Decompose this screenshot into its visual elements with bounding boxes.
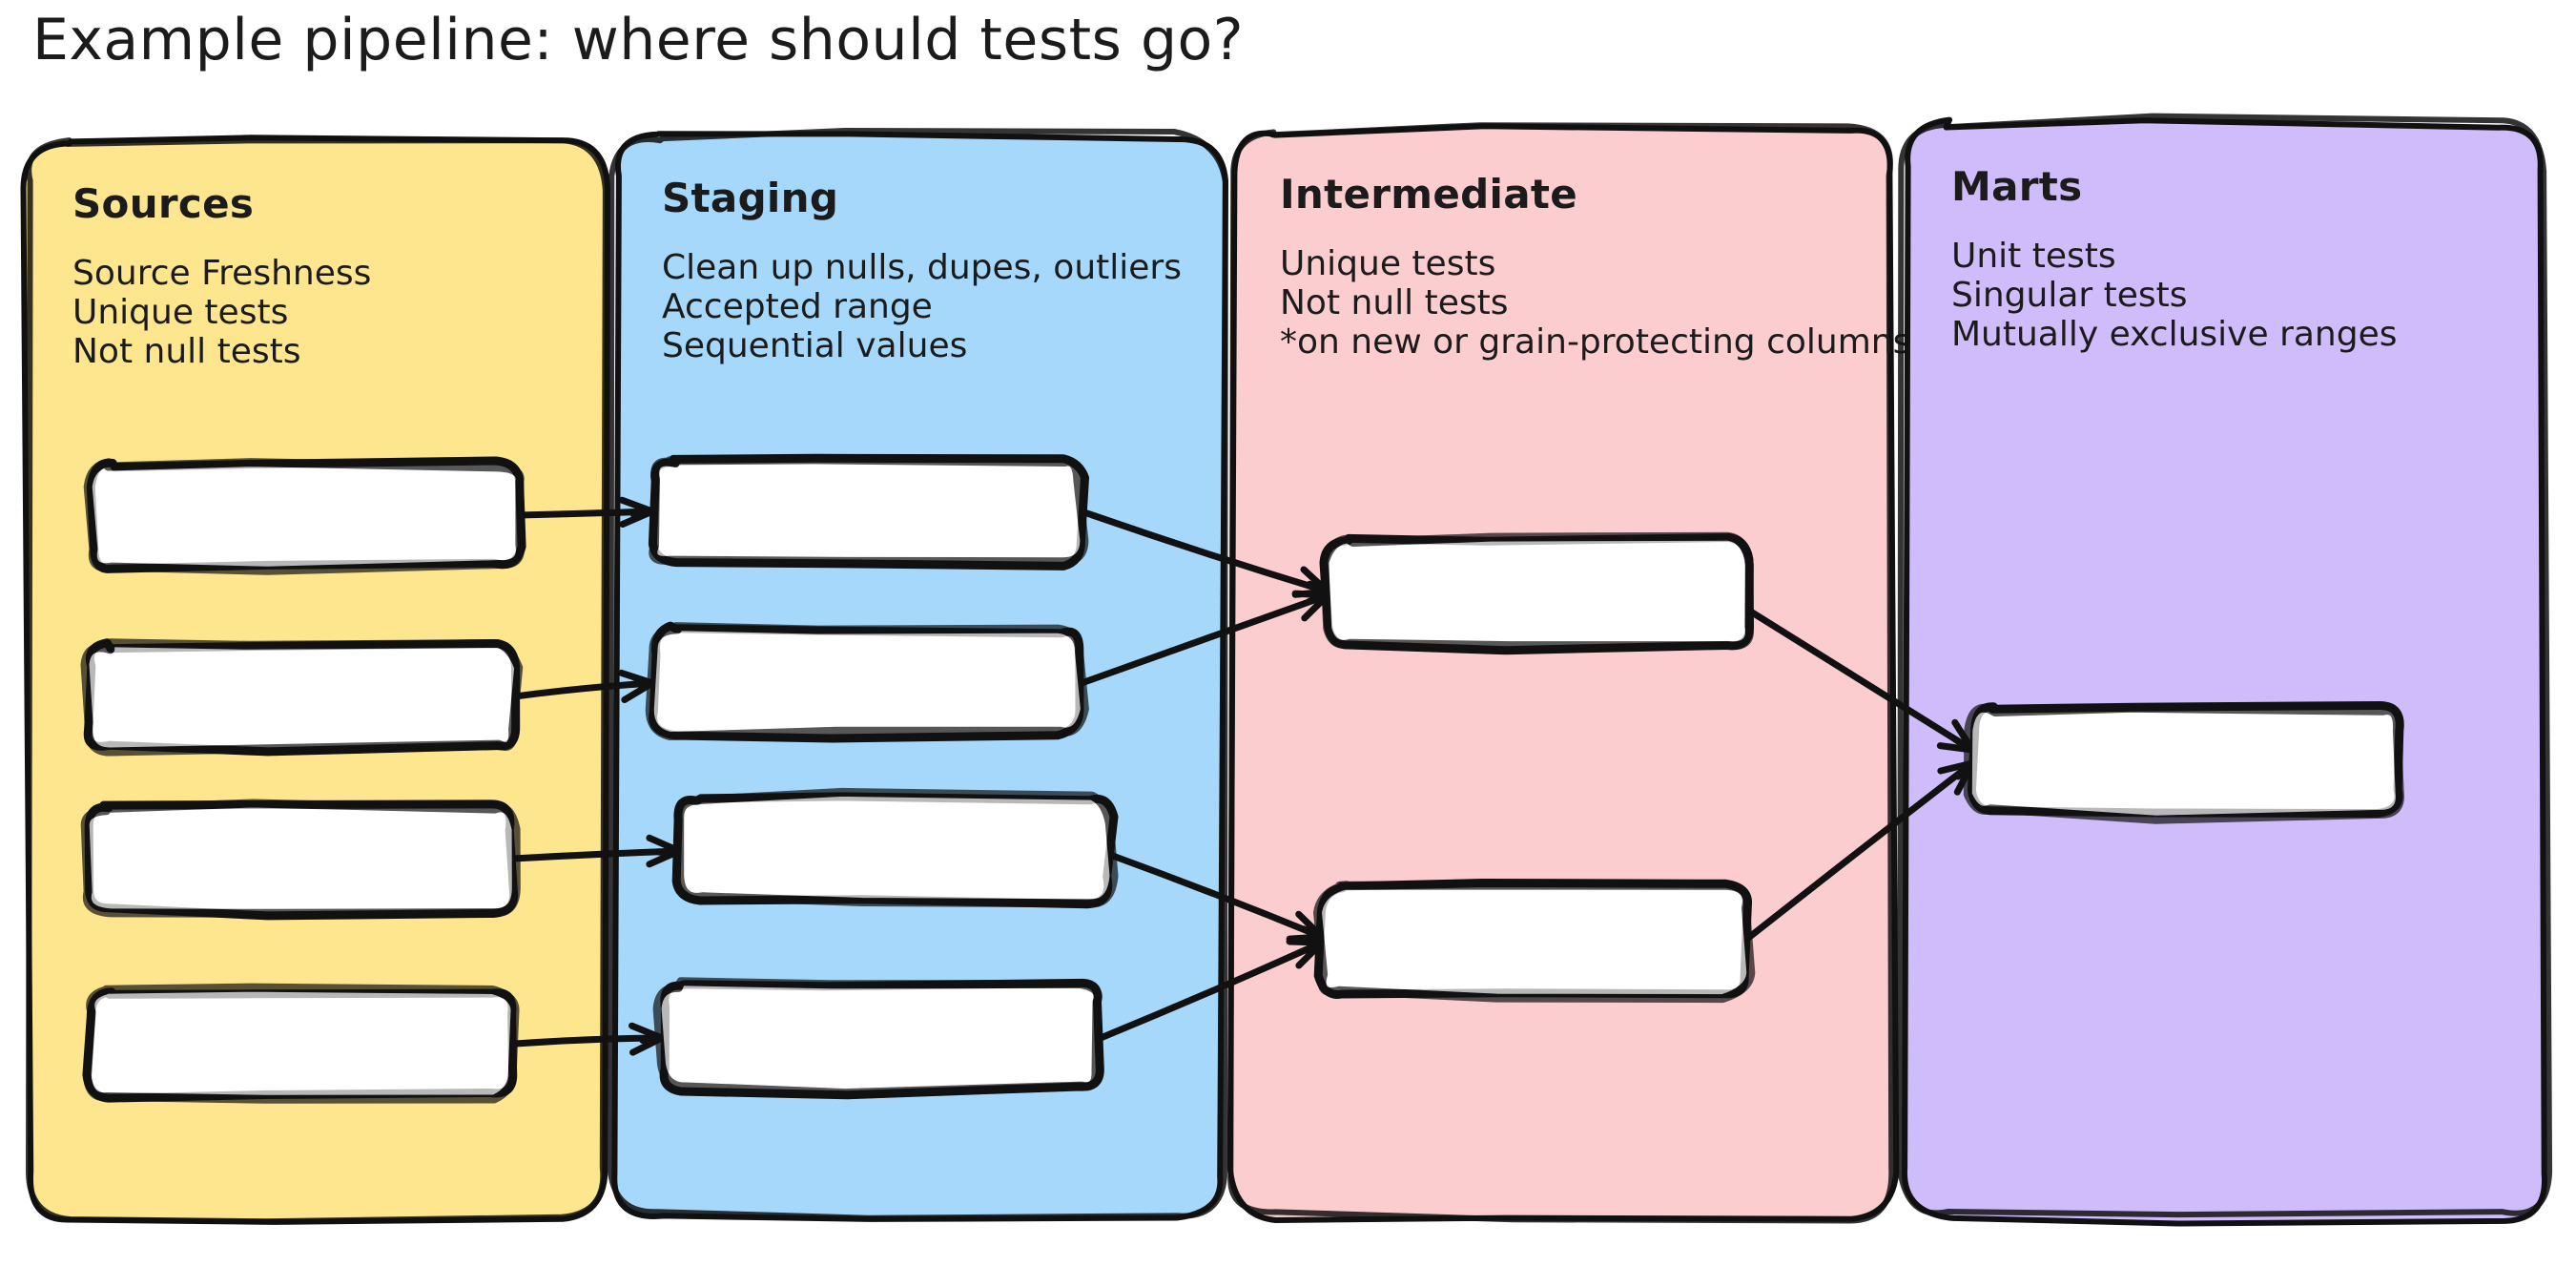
- lane-title-intermediate: Intermediate: [1280, 171, 1577, 218]
- lane-title-marts: Marts: [1951, 163, 2082, 210]
- lane-outline-sources: [26, 137, 608, 1225]
- node-stg-3[interactable]: [671, 787, 1119, 909]
- lane-note-staging-0: Clean up nulls, dupes, outliers: [662, 248, 1182, 287]
- lane-note-staging-2: Sequential values: [662, 326, 967, 365]
- lane-note-intermediate-2: *on new or grain-protecting columns only: [1280, 322, 1994, 362]
- node-src-1[interactable]: [83, 456, 526, 575]
- node-stg-1[interactable]: [648, 453, 1089, 571]
- lane-note-sources-0: Source Freshness: [72, 254, 371, 293]
- node-src-4[interactable]: [82, 983, 520, 1104]
- node-outline-src-4: [83, 983, 520, 1104]
- node-outline-stg-4: [652, 977, 1103, 1098]
- page-title: Example pipeline: where should tests go?: [32, 7, 1244, 73]
- edge-path-e-stg4-int2: [1097, 939, 1326, 1042]
- lane-title-staging: Staging: [662, 175, 838, 221]
- lane-outline-marts: [1897, 113, 2553, 1218]
- lane-outline-intermediate: [1227, 122, 1895, 1224]
- node-outline-int-1: [1320, 531, 1754, 651]
- lane-note-sources-1: Unique tests: [72, 293, 288, 332]
- node-outline-stg-3: [675, 787, 1119, 908]
- edge-path-e-int2-mart1: [1743, 759, 1976, 943]
- edge-e-src1-stg1: [515, 496, 656, 528]
- edge-path-e-int1-mart1: [1745, 607, 1976, 754]
- node-outline-src-3: [80, 799, 521, 918]
- edge-path-e-stg3-int2: [1106, 851, 1326, 941]
- node-mart-1[interactable]: [1963, 701, 2404, 824]
- node-src-3[interactable]: [80, 799, 521, 921]
- edge-path-e-stg1-int1: [1078, 508, 1331, 595]
- node-outline-src-1: [83, 458, 525, 575]
- nodes-layer: [80, 453, 2404, 1104]
- node-outline-int-2: [1313, 881, 1756, 1004]
- lane-note-intermediate-1: Not null tests: [1280, 283, 1508, 322]
- node-outline-src-2: [80, 638, 524, 757]
- edge-path-e-stg2-int1: [1078, 591, 1331, 687]
- lane-note-staging-1: Accepted range: [662, 287, 933, 326]
- lane-outline-staging: [608, 128, 1228, 1221]
- node-outline-stg-2: [645, 622, 1089, 740]
- lane-title-sources: Sources: [72, 180, 254, 227]
- node-stg-4[interactable]: [652, 977, 1104, 1100]
- node-int-2[interactable]: [1313, 879, 1756, 1004]
- edges-layer: [509, 496, 1976, 1056]
- lane-note-sources-2: Not null tests: [72, 332, 300, 371]
- edge-arrowbarb-e-src1-stg1: [629, 508, 656, 517]
- node-outline-stg-1: [649, 455, 1089, 567]
- node-outline-mart-1: [1963, 703, 2404, 824]
- node-src-2[interactable]: [80, 638, 524, 757]
- lane-note-intermediate-0: Unique tests: [1280, 244, 1495, 283]
- lane-note-marts-2: Mutually exclusive ranges: [1951, 315, 2398, 354]
- node-stg-2[interactable]: [645, 621, 1089, 743]
- node-int-1[interactable]: [1319, 531, 1754, 655]
- lane-note-marts-1: Singular tests: [1951, 276, 2188, 315]
- lane-note-marts-0: Unit tests: [1951, 237, 2116, 276]
